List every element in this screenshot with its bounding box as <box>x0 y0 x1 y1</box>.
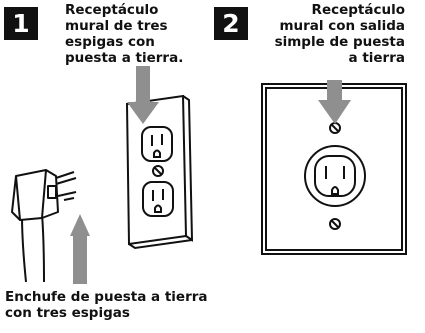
step-2-caption-line: mural con salida <box>279 18 405 34</box>
step-1-caption-line: puesta a tierra. <box>65 50 184 66</box>
step-2-caption-line: a tierra <box>348 50 405 66</box>
step-1-caption-line: mural de tres <box>65 18 168 34</box>
step-1-caption-line: Receptáculo <box>65 2 159 18</box>
arrow-to-duplex <box>127 66 159 124</box>
plug-caption: Enchufe de puesta a tierra con tres espi… <box>5 289 208 321</box>
step-2-caption: Receptáculo mural con salida simple de p… <box>268 2 405 66</box>
plug-caption-line: Enchufe de puesta a tierra <box>5 289 208 305</box>
step-1-caption-line: espigas con <box>65 34 155 50</box>
plug-caption-line: con tres espigas <box>5 305 130 321</box>
step-2-caption-line: Receptáculo <box>311 2 405 18</box>
step-2-caption-line: simple de puesta <box>274 34 405 50</box>
step-1-badge: 1 <box>4 7 38 40</box>
arrow-to-plug <box>70 214 90 284</box>
duplex-outlet <box>125 94 194 250</box>
grounding-plug <box>11 169 77 283</box>
step-1-caption: Receptáculo mural de tres espigas con pu… <box>65 2 183 66</box>
step-2-badge: 2 <box>214 7 248 40</box>
arrow-to-single <box>318 80 351 124</box>
